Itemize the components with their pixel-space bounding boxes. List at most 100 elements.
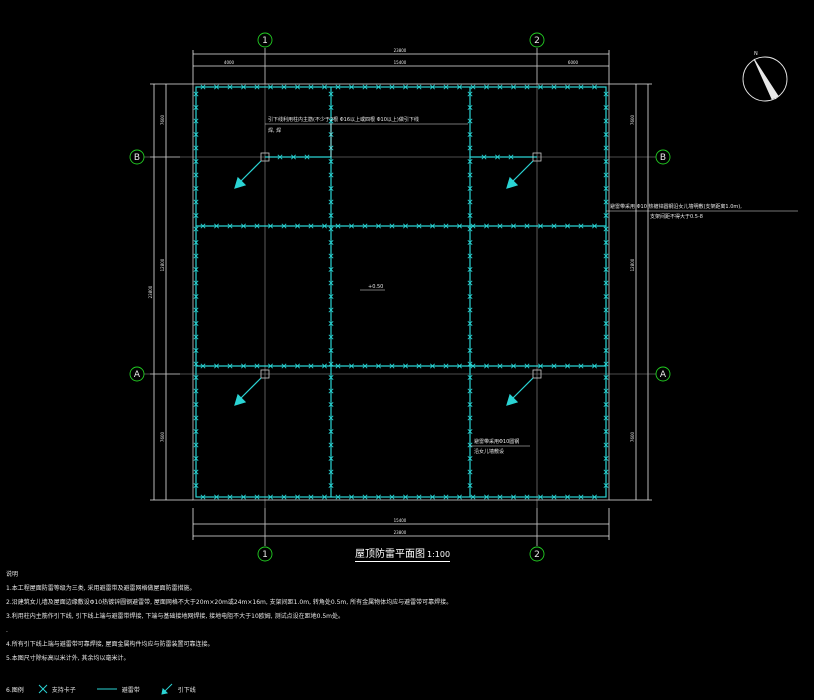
support-clip [200,84,206,90]
support-clip [376,363,381,369]
support-clip [538,84,543,90]
legend-label-band: 避雷带 [121,686,140,694]
support-clip [467,402,473,407]
support-clip [328,172,334,178]
support-clip [578,494,584,500]
support-clip [484,494,489,500]
support-clip [497,223,503,229]
support-clip [214,84,219,90]
support-clip [335,223,341,229]
note-line-3: 3.利用柱内主筋作引下线, 引下线上端与避雷带焊接, 下端与基础接地网焊接, 接… [6,613,345,620]
support-clip [467,307,473,313]
support-clip [328,226,334,232]
support-clip [603,334,609,340]
support-clip [511,84,516,90]
support-clip [277,154,283,160]
dim-top-mid: 15400 [394,60,407,65]
support-clip [443,494,449,500]
support-clip [193,294,199,299]
support-clip [497,494,503,500]
dim-top-right: 6000 [568,60,579,65]
support-clip [467,172,473,178]
support-clip [467,442,473,448]
dim-bottom-total: 23800 [394,530,407,535]
support-clip [603,375,609,380]
support-clip [603,402,609,407]
support-clip [592,494,597,500]
axis-label-a-left: A [134,370,141,380]
notes-section: 说明 1.本工程屋面防雷等级为三类, 采用避雷带及避雷网格做屋面防雷措施。 2.… [6,568,806,666]
support-clip [467,199,473,205]
support-clip [508,154,514,160]
support-clip [328,469,334,475]
support-clip [603,321,609,326]
left-dimensions [150,83,193,501]
axis-label-a-right: A [660,370,667,380]
support-clip [467,429,473,434]
support-clip [349,223,354,229]
support-clip [470,84,476,90]
support-clip [467,105,473,110]
bottom-note-sub: 沿女儿墙敷设 [474,448,504,455]
support-clip [227,494,233,500]
note-line-4: . [6,627,8,634]
support-clip [254,223,260,229]
support-clip [193,118,199,124]
support-clip [403,363,408,369]
support-clip [281,84,287,90]
support-clip [457,494,462,500]
support-clip [467,91,473,97]
support-clip [328,348,334,353]
support-clip [227,223,233,229]
support-clip [254,494,260,500]
support-clip [328,442,334,448]
support-clip [603,361,609,367]
support-clip [308,223,314,229]
support-clip [524,363,530,369]
dim-left-total: 23800 [148,285,153,298]
top-note-sub: 焊, 焊 [268,127,281,134]
support-clip [227,84,233,90]
support-clip [241,84,246,90]
support-clip [467,483,473,488]
support-clip [362,363,368,369]
support-clip [193,307,199,313]
support-clip [484,223,489,229]
support-clip [603,240,609,245]
down-conductors [260,152,542,379]
note-line-1: 1.本工程屋面防雷等级为三类, 采用避雷带及避雷网格做屋面防雷措施。 [6,585,196,592]
support-clip [322,223,327,229]
center-level: +0.50 [368,284,383,290]
notes-heading: 说明 [6,571,19,578]
support-clip [193,240,199,245]
top-note: 引下线利用柱内主筋(不少于2根 Φ16以上或四根 Φ10以上)做引下线 [268,116,419,123]
support-clip [349,363,354,369]
support-clip [403,494,408,500]
title-scale: 1:100 [427,550,451,559]
support-clip [524,223,530,229]
support-clip [470,363,476,369]
support-clip [193,388,199,394]
support-clip [349,494,354,500]
support-clip [524,494,530,500]
support-clip [328,321,334,326]
axis-label-2-bottom: 2 [534,550,540,560]
support-clip [551,223,557,229]
support-clip [376,84,381,90]
support-clip [403,223,408,229]
support-clip [603,186,609,191]
support-clip [193,199,199,205]
support-clip [578,223,584,229]
support-clip [443,223,449,229]
support-clip [328,375,334,380]
support-clip [538,363,543,369]
dim-top-total: 23800 [394,48,407,53]
right-note: 避雷带采用 Φ10 热镀锌圆钢沿女儿墙明敷(支架距离1.0m), [610,203,742,210]
support-clip [200,494,206,500]
support-clip [268,363,273,369]
support-clip [603,145,609,151]
support-clip [376,494,381,500]
support-clip [603,388,609,394]
support-clip [457,223,462,229]
support-clip [254,84,260,90]
